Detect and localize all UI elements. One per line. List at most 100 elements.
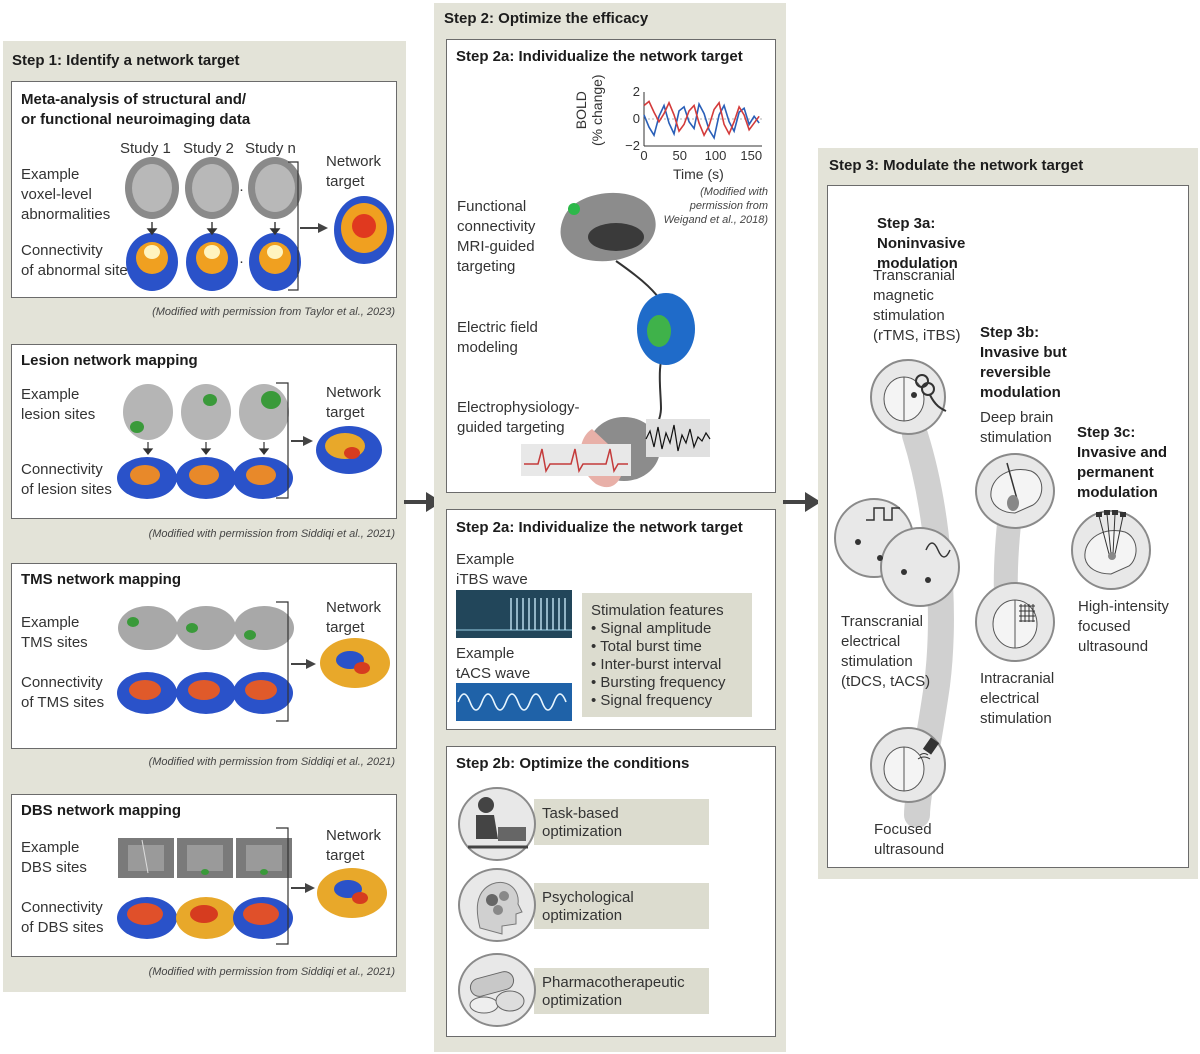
lesion-row2-label: Connectivity of lesion sites: [21, 461, 112, 498]
study2-label: Study 2: [183, 140, 234, 157]
fus-transducer-graphic: [883, 737, 940, 792]
lesion-connectivity-3: [233, 457, 293, 499]
stimulation-features-box: [582, 593, 752, 717]
targeting-illustration: [521, 192, 711, 488]
eeg-trace: [645, 419, 711, 457]
tms-title: TMS network mapping: [21, 571, 182, 588]
bold-x-tick-3: 150: [740, 148, 762, 163]
dbs-row2-label: Connectivity of DBS sites: [21, 899, 104, 936]
meta-analysis-title: Meta-analysis of structural and/ or func…: [21, 91, 251, 128]
dbs-connectivity-1: [117, 897, 177, 939]
arrow-step2-to-step3: [783, 492, 821, 512]
weigand-caption: (Modified with permission from Weigand e…: [663, 186, 768, 226]
lesion-row1-label: Example lesion sites: [21, 386, 96, 423]
feature-bursting-frequency: • Bursting frequency: [591, 674, 726, 691]
study1-label: Study 1: [120, 140, 171, 157]
dbs-target-label: Network target: [326, 827, 382, 864]
tms-row1-label: Example TMS sites: [21, 614, 88, 651]
ecg-trace: [521, 444, 631, 476]
ies-grid-graphic: [992, 599, 1038, 649]
meta-caption: (Modified with permission from Taylor et…: [152, 306, 395, 318]
efield-brain-icon: [637, 293, 695, 365]
fc-brain-icon: [560, 192, 656, 262]
tms-coil-graphic: [883, 374, 947, 422]
lesion-connectivity-2: [176, 457, 236, 499]
step1-title: Step 1: Identify a network target: [12, 52, 240, 69]
fc-guided-targeting-label: Functional connectivity MRI-guided targe…: [457, 198, 536, 275]
step3c-label: Step 3c: Invasive and permanent modulati…: [1077, 424, 1168, 501]
step2a-target-title: Step 2a: Individualize the network targe…: [456, 48, 743, 65]
step3-title: Step 3: Modulate the network target: [829, 157, 1084, 174]
lesion-slice-1: [123, 384, 173, 440]
tms-target-label: Network target: [326, 599, 382, 636]
tes-modality-label: Transcranial electrical stimulation (tDC…: [841, 613, 931, 690]
itbs-wave-label: Example iTBS wave: [456, 551, 528, 588]
lesion-slice-2: [181, 384, 231, 440]
step2a-waveform-title: Step 2a: Individualize the network targe…: [456, 519, 743, 536]
dbs-brain-images: [117, 827, 387, 945]
step2-title: Step 2: Optimize the efficacy: [444, 10, 649, 27]
bold-x-axis-label: Time (s): [673, 166, 724, 182]
connectivity-map-2: [186, 233, 238, 291]
voxel-row-label: Example voxel-level abnormalities: [21, 166, 111, 223]
itbs-wave-graphic: [456, 590, 572, 638]
stimulation-features-title: Stimulation features: [591, 602, 724, 619]
head-gears-icon: [476, 882, 523, 935]
feature-inter-burst-interval: • Inter-burst interval: [591, 656, 722, 673]
lesion-target-label: Network target: [326, 384, 382, 421]
tms-site-2: [176, 606, 236, 650]
step2a-target-box: [446, 39, 776, 493]
bold-x-tick-1: 50: [673, 148, 687, 163]
feature-total-burst-time: • Total burst time: [591, 638, 702, 655]
tacs-wave-label: Example tACS wave: [456, 645, 531, 682]
tms-site-3: [234, 606, 294, 650]
pharm-optimization-tag: Pharmacotherapeutic optimization: [534, 968, 709, 1014]
step2b-title: Step 2b: Optimize the conditions: [456, 755, 690, 772]
efield-modeling-label: Electric field modeling: [457, 319, 538, 356]
dbs-site-3: [236, 838, 292, 878]
bold-x-tick-0: 0: [640, 148, 647, 163]
connectivity-map-1: [126, 233, 178, 291]
bold-series-line-1: [643, 100, 760, 138]
feature-signal-amplitude: • Signal amplitude: [591, 620, 712, 637]
dbs-caption: (Modified with permission from Siddiqi e…: [148, 966, 395, 978]
dbs-site-2: [177, 838, 233, 878]
connectivity-map-n: [249, 233, 301, 291]
bold-y-tick-1: 0: [633, 111, 640, 126]
abnormal-connectivity-label: Connectivity of abnormal sites: [21, 242, 136, 279]
lesion-caption: (Modified with permission from Siddiqi e…: [148, 528, 395, 540]
tms-connectivity-2: [176, 672, 236, 714]
tms-row2-label: Connectivity of TMS sites: [21, 674, 105, 711]
bold-y-tick-2: −2: [625, 138, 640, 153]
lesion-slice-3: [239, 384, 289, 440]
tms-brain-images: [117, 601, 390, 722]
dbs-modality-label: Deep brain stimulation: [980, 409, 1054, 446]
person-at-laptop-icon: [468, 797, 528, 849]
dbs-site-1: [118, 838, 174, 878]
tes-electrode-icon-2: [880, 527, 960, 607]
task-optimization-tag: Task-based optimization: [534, 799, 709, 845]
dbs-network-target-map: [317, 868, 387, 918]
ephys-targeting-label: Electrophysiology- guided targeting: [457, 399, 580, 436]
hifu-modality-label: High-intensity focused ultrasound: [1078, 598, 1169, 655]
mri-slice-2: [185, 157, 239, 219]
tms-caption: (Modified with permission from Siddiqi e…: [148, 756, 395, 768]
tms-modality-label: Transcranial magnetic stimulation (rTMS,…: [873, 267, 961, 344]
tes-waveforms: [855, 507, 951, 583]
step3b-label: Step 3b: Invasive but reversible modulat…: [980, 324, 1067, 401]
mri-slice-n: [248, 157, 302, 219]
lesion-title: Lesion network mapping: [21, 352, 198, 369]
meta-brain-images: [125, 157, 394, 291]
tms-network-target-map: [320, 638, 390, 688]
feature-signal-frequency: • Signal frequency: [591, 692, 713, 709]
lesion-network-target-map: [316, 426, 382, 474]
fus-modality-label: Focused ultrasound: [874, 821, 945, 858]
psych-optimization-tag: Psychological optimization: [534, 883, 709, 929]
tms-coil-icon: [870, 359, 946, 435]
pills-icon: [469, 971, 525, 1014]
bold-x-tick-2: 100: [705, 148, 727, 163]
lesion-connectivity-1: [117, 457, 177, 499]
studyn-label: Study n: [245, 140, 296, 157]
tms-site-1: [118, 606, 178, 650]
